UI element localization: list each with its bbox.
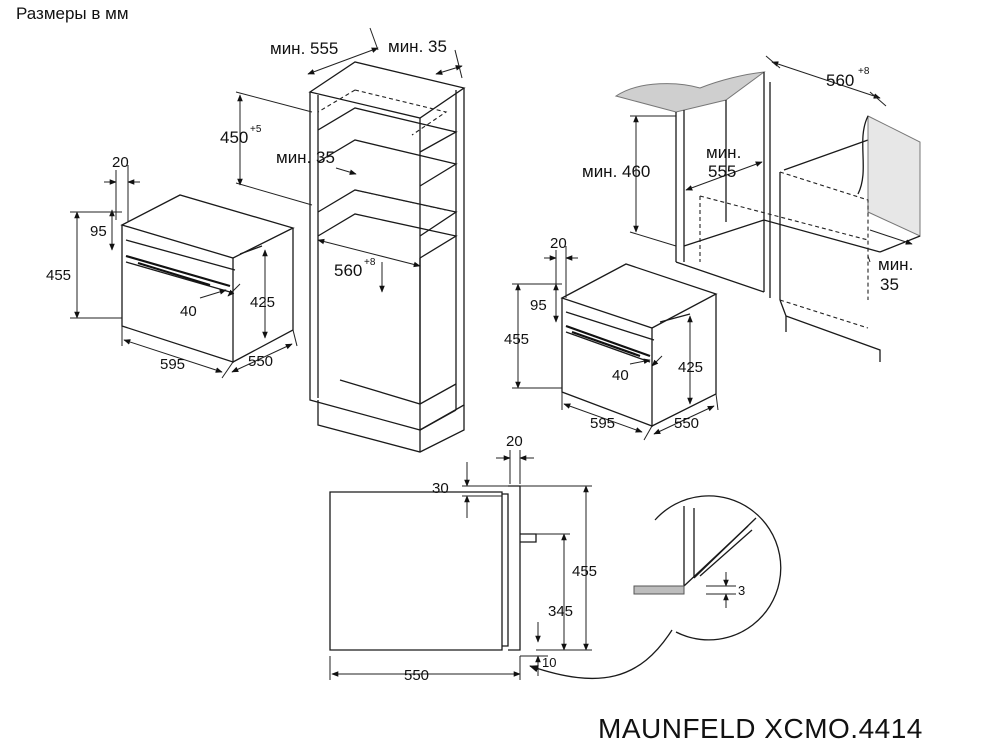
- label-tall-560: 560: [334, 261, 362, 280]
- label-under-min35-a: мин.: [878, 255, 913, 274]
- label-side-345: 345: [548, 603, 573, 620]
- label-tall-450-tol: +5: [250, 124, 262, 135]
- model-name: MAUNFELD XCMO.4414: [598, 713, 923, 744]
- label-side-455: 455: [572, 563, 597, 580]
- label-oven1-40: 40: [180, 303, 197, 320]
- label-oven2-95: 95: [530, 297, 547, 314]
- label-under-min555-b: 555: [708, 162, 736, 181]
- oven-2: [512, 246, 719, 441]
- side-view: [329, 450, 592, 680]
- tall-cabinet: [235, 27, 466, 453]
- label-side-20: 20: [506, 433, 523, 450]
- label-oven1-95: 95: [90, 223, 107, 240]
- label-side-10: 10: [542, 655, 556, 670]
- label-oven2-455: 455: [504, 331, 529, 348]
- oven-1: [70, 165, 298, 379]
- label-oven2-425: 425: [678, 359, 703, 376]
- label-under-min555-a: мин.: [706, 143, 741, 162]
- label-tall-450: 450: [220, 128, 248, 147]
- label-oven1-425: 425: [250, 294, 275, 311]
- label-oven1-20: 20: [112, 154, 129, 171]
- label-under-560-tol: +8: [858, 66, 870, 77]
- label-oven2-550: 550: [674, 415, 699, 432]
- label-oven1-550: 550: [248, 353, 273, 370]
- label-tall-min35-mid: мин. 35: [276, 148, 335, 167]
- undercounter-niche: [614, 55, 921, 362]
- label-under-min35-b: 35: [880, 275, 899, 294]
- label-detail-3: 3: [738, 583, 745, 598]
- label-oven1-455: 455: [46, 267, 71, 284]
- label-tall-min35-top: мин. 35: [388, 37, 447, 56]
- label-under-560: 560: [826, 71, 854, 90]
- label-under-min460: мин. 460: [582, 162, 650, 181]
- label-oven2-20: 20: [550, 235, 567, 252]
- label-side-550: 550: [404, 667, 429, 684]
- units-caption: Размеры в мм: [16, 4, 129, 23]
- label-oven2-40: 40: [612, 367, 629, 384]
- label-tall-min555: мин. 555: [270, 39, 338, 58]
- detail-callout: [529, 495, 782, 680]
- label-tall-560-tol: +8: [364, 257, 376, 268]
- label-oven2-595: 595: [590, 415, 615, 432]
- label-side-30: 30: [432, 480, 449, 497]
- label-oven1-595: 595: [160, 356, 185, 373]
